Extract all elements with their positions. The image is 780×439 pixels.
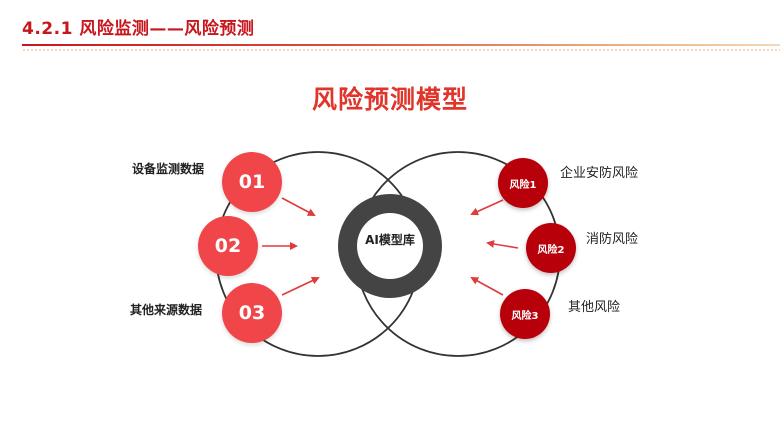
risk-label-1: 企业安防风险 [560,166,639,181]
input-node-2: 02 [198,216,258,276]
header-divider [22,44,780,46]
input-label-3: 其他来源数据 [130,303,203,317]
input-label-1: 设备监测数据 [132,162,205,176]
page-header-title: 4.2.1 风险监测——风险预测 [22,19,255,39]
arrow-risk-2 [486,240,519,249]
risk-node-1: 风险1 [498,158,548,208]
input-node-3: 03 [222,283,282,343]
arrow-input-3 [281,276,320,296]
arrow-input-1 [281,197,316,216]
arrow-risk-3 [470,277,504,296]
risk-node-3: 风险3 [500,289,550,339]
center-core [357,213,423,279]
input-node-1: 01 [222,152,282,212]
risk-node-2: 风险2 [526,223,576,273]
arrow-risk-1 [470,199,504,216]
risk-label-2: 消防风险 [586,232,639,247]
header-dot-pattern [22,48,780,52]
risk-label-3: 其他风险 [568,300,621,315]
center-label: AI模型库 [365,233,415,247]
diagram-title: 风险预测模型 [311,85,468,114]
